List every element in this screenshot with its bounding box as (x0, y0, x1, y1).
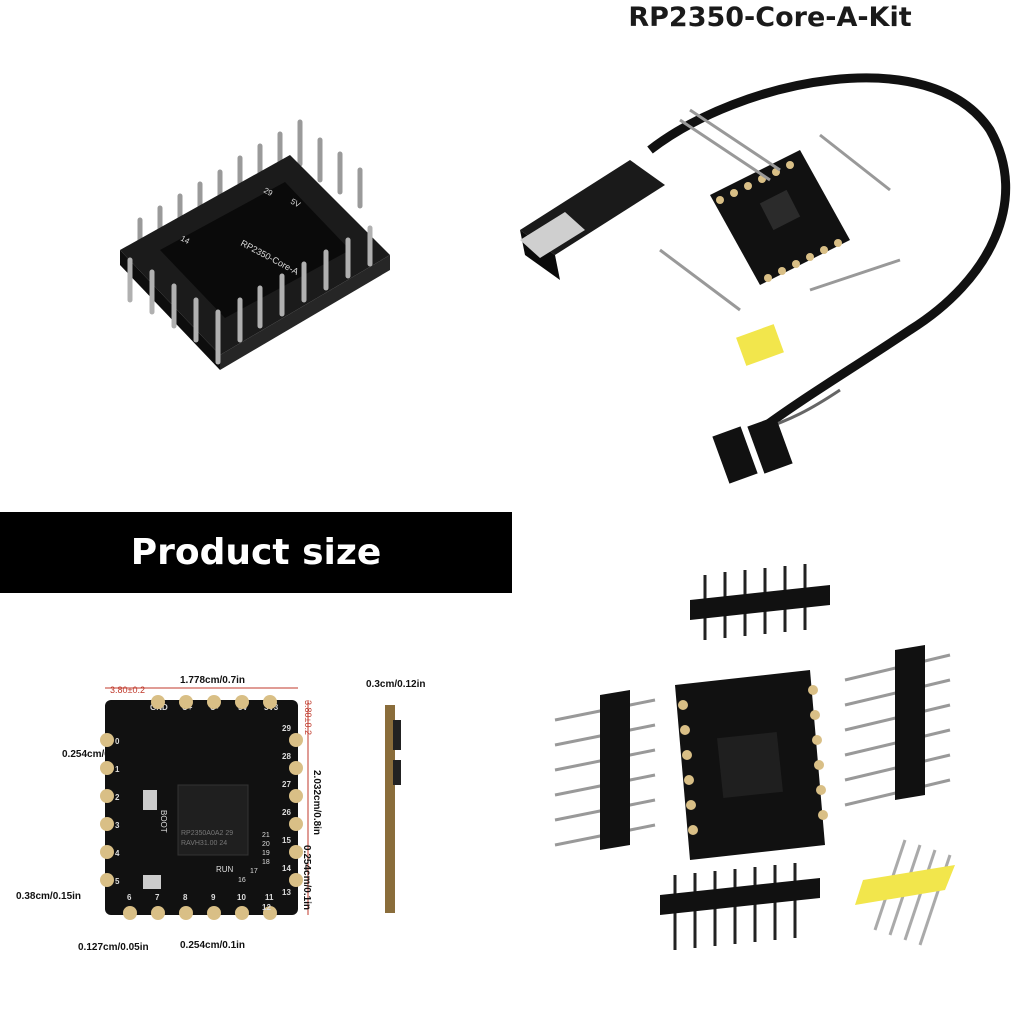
rp2350-chip (177, 784, 249, 856)
product-size-banner: Product size (0, 512, 512, 593)
pin-20: 20 (262, 841, 270, 848)
yellow-jumper-header (855, 839, 955, 946)
width-label: 1.778cm/0.7in (180, 675, 245, 686)
pin-6: 6 (127, 893, 132, 902)
boot-label: BOOT (159, 810, 168, 833)
pcb-board-kit (710, 150, 850, 285)
dimension-drawing: 1.778cm/0.7in 3.80±0.2 RP2350A0A2 29 RAV… (16, 675, 425, 953)
pin-1: 1 (115, 765, 120, 774)
chip-marking-2: RAVH31.00 24 (181, 840, 227, 847)
pin-27: 27 (282, 780, 291, 789)
pin-15: 15 (282, 836, 291, 845)
run-button (143, 875, 161, 889)
module-pcb-top (160, 182, 350, 318)
pin-19: 19 (262, 850, 270, 857)
right-pitch-label: 0.254cm/0.1in (301, 845, 312, 910)
left-pitch-label: 0.254cm/0 (62, 749, 110, 760)
edge-offset-label: 0.38cm/0.15in (16, 891, 81, 902)
pin-16: 16 (238, 877, 246, 884)
assembled-module-photo: RP2350-Core-A 29 5V 14 (120, 119, 390, 370)
pin-26: 26 (282, 808, 291, 817)
dupont-connector (712, 416, 793, 484)
header-pins-back (137, 119, 363, 253)
boot-button (143, 790, 157, 810)
top-left-offset-label: 3.80±0.2 (110, 685, 145, 695)
pin-3: 3 (115, 821, 120, 830)
header-top (690, 564, 830, 640)
usb-a-plug (520, 160, 665, 280)
top-right-offset-label: 3.80±0.2 (303, 700, 313, 735)
header-left (554, 690, 656, 850)
exploded-kit-photo (554, 564, 955, 950)
pin-10: 10 (237, 893, 246, 902)
castellated-pads (100, 695, 303, 920)
pcb-side-profile (385, 705, 395, 913)
pcb-board-exploded (675, 670, 828, 860)
header-bottom (660, 863, 820, 950)
pin-21: 21 (262, 832, 270, 839)
pin-18: 18 (262, 859, 270, 866)
pad-radius-label: 0.127cm/0.05in (78, 942, 149, 953)
pin-2: 2 (115, 793, 120, 802)
silk-5v: 5V (289, 197, 302, 210)
run-label: RUN (216, 865, 234, 874)
thickness-label: 0.3cm/0.12in (366, 679, 425, 690)
header-right (844, 645, 951, 807)
pin-12: 12 (262, 903, 271, 912)
pin-11: 11 (265, 893, 274, 902)
pin-29: 29 (282, 724, 291, 733)
pin-17: 17 (250, 868, 258, 875)
kit-contents-photo (520, 73, 1011, 484)
height-label: 2.032cm/0.8in (311, 770, 322, 835)
pin-0: 0 (115, 737, 120, 746)
pin-9: 9 (211, 893, 216, 902)
kit-title: RP2350-Core-A-Kit (628, 2, 912, 33)
pin-14: 14 (282, 864, 291, 873)
pin-8: 8 (183, 893, 188, 902)
pin-5: 5 (115, 877, 120, 886)
pin-13: 13 (282, 888, 291, 897)
chip-marking-1: RP2350A0A2 29 (181, 830, 233, 837)
header-pins-front (127, 225, 373, 365)
bottom-pitch-label: 0.254cm/0.1in (180, 940, 245, 951)
pin-headers-kit (659, 108, 901, 312)
usb-cable (647, 73, 1011, 434)
pin-28: 28 (282, 752, 291, 761)
yellow-jumper (736, 324, 784, 366)
pin-7: 7 (155, 893, 160, 902)
pin-4: 4 (115, 849, 120, 858)
